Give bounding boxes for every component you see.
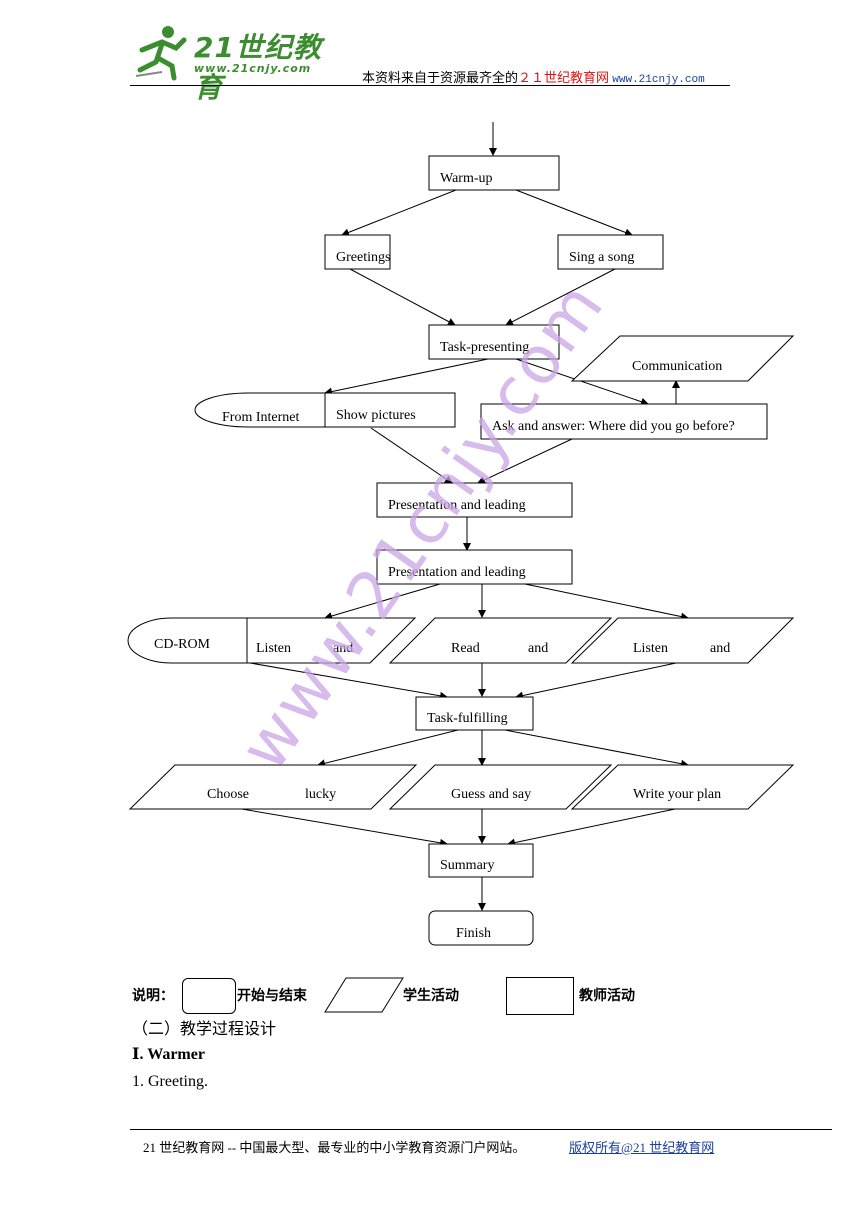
warmer-heading: Ⅰ. Warmer [132, 1046, 205, 1063]
legend-student-shape [324, 977, 404, 1013]
tagline-site-name: ２１世纪教育网 [518, 70, 610, 85]
node-task-fulfilling [415, 696, 534, 731]
site-logo[interactable]: 21世纪教育 www.21cnjy.com [132, 22, 342, 104]
label-presentation-1: Presentation and leading [388, 498, 526, 513]
arrow-warmup-song [515, 189, 633, 237]
label-task-presenting: Task-presenting [440, 340, 529, 355]
arrow-listen1-task [249, 662, 448, 700]
arrow-song-task [505, 268, 616, 326]
node-cd-rom [127, 617, 248, 664]
label-read-a: Read [451, 641, 480, 656]
node-listen-1 [246, 617, 417, 664]
node-greetings [324, 234, 391, 270]
label-choose-b: lucky [305, 787, 336, 802]
arrow-listen2-task [515, 662, 677, 700]
section-heading: （二）教学过程设计 [132, 1019, 277, 1038]
label-finish: Finish [456, 926, 491, 941]
label-task-fulfilling: Task-fulfilling [427, 711, 508, 726]
arrow-write-summary [507, 807, 681, 847]
label-communication: Communication [632, 359, 722, 374]
label-listen-2-b: and [710, 641, 730, 656]
footer-text: 21 世纪教育网 -- 中国最大型、最专业的中小学教育资源门户网站。 [143, 1140, 526, 1155]
node-presentation-2 [376, 549, 573, 585]
tagline-url[interactable]: www.21cnjy.com [612, 74, 705, 86]
header-tagline: 本资料来自于资源最齐全的２１世纪教育网 www.21cnjy.com [362, 67, 705, 86]
runner-logo-icon [135, 26, 187, 81]
legend-start-end-label: 开始与结束 [237, 988, 307, 1004]
arrow-greetings-task [349, 268, 456, 326]
arrow-presentation-listen1 [324, 583, 441, 620]
lesson-flowchart: Warm-up Greetings Sing a song Task-prese… [127, 122, 795, 946]
node-sing-song [557, 234, 664, 270]
node-summary [428, 843, 534, 878]
label-warmup: Warm-up [440, 171, 493, 186]
label-write-plan: Write your plan [633, 787, 721, 802]
header-divider [130, 85, 730, 86]
node-guess-say [388, 764, 613, 810]
label-cd-rom: CD-ROM [154, 637, 211, 652]
node-write-plan [570, 764, 795, 810]
node-presentation-1 [376, 482, 573, 518]
arrow-task-choose [317, 729, 459, 768]
flowchart-legend: 说明： 开始与结束 学生活动 教师活动 [0, 975, 860, 1015]
flow-arrows [235, 122, 689, 911]
legend-title: 说明： [132, 988, 174, 1004]
label-choose-a: Choose [207, 787, 249, 802]
node-finish [428, 910, 534, 946]
label-presentation-2: Presentation and leading [388, 565, 526, 580]
footer-copyright-link[interactable]: 版权所有@21 世纪教育网 [569, 1140, 715, 1155]
page-header: 21世纪教育 www.21cnjy.com 本资料来自于资源最齐全的２１世纪教育… [0, 0, 860, 104]
logo-url: www.21cnjy.com [194, 62, 312, 75]
label-greetings: Greetings [336, 250, 390, 265]
node-show-pictures [324, 392, 456, 428]
legend-student-label: 学生活动 [403, 988, 459, 1004]
node-warmup [428, 155, 560, 191]
footer-divider [130, 1129, 832, 1130]
arrow-ask-presentation [477, 438, 573, 484]
node-task-presenting [428, 324, 560, 360]
logo-text: 21世纪教育 [194, 31, 322, 104]
label-sing-song: Sing a song [569, 250, 634, 265]
node-choose [128, 764, 418, 810]
label-ask-answer: Ask and answer: Where did you go before? [492, 419, 735, 434]
arrow-choose-summary [235, 807, 448, 847]
label-read-b: and [528, 641, 548, 656]
arrow-task-pictures [324, 358, 489, 396]
greeting-item: 1. Greeting. [132, 1073, 208, 1090]
label-listen-1-b: and [333, 641, 353, 656]
label-listen-2-a: Listen [633, 641, 668, 656]
label-summary: Summary [440, 858, 494, 873]
arrow-task-write [504, 729, 689, 768]
label-show-pictures: Show pictures [336, 408, 416, 423]
label-guess-say: Guess and say [451, 787, 531, 802]
node-communication [570, 335, 795, 382]
label-from-internet: From Internet [222, 410, 299, 425]
label-listen-1-a: Listen [256, 641, 291, 656]
arrow-pictures-presentation [370, 427, 453, 484]
legend-teacher-label: 教师活动 [579, 988, 635, 1004]
tagline-prefix: 本资料来自于资源最齐全的 [362, 70, 519, 85]
node-read [388, 617, 613, 664]
arrow-warmup-greetings [341, 189, 457, 237]
arrow-presentation-listen2 [524, 583, 689, 621]
legend-teacher-shape [506, 977, 574, 1015]
node-from-internet [194, 392, 326, 428]
node-ask-answer [480, 403, 768, 440]
legend-start-end-shape [182, 978, 236, 1014]
node-listen-2 [570, 617, 795, 664]
